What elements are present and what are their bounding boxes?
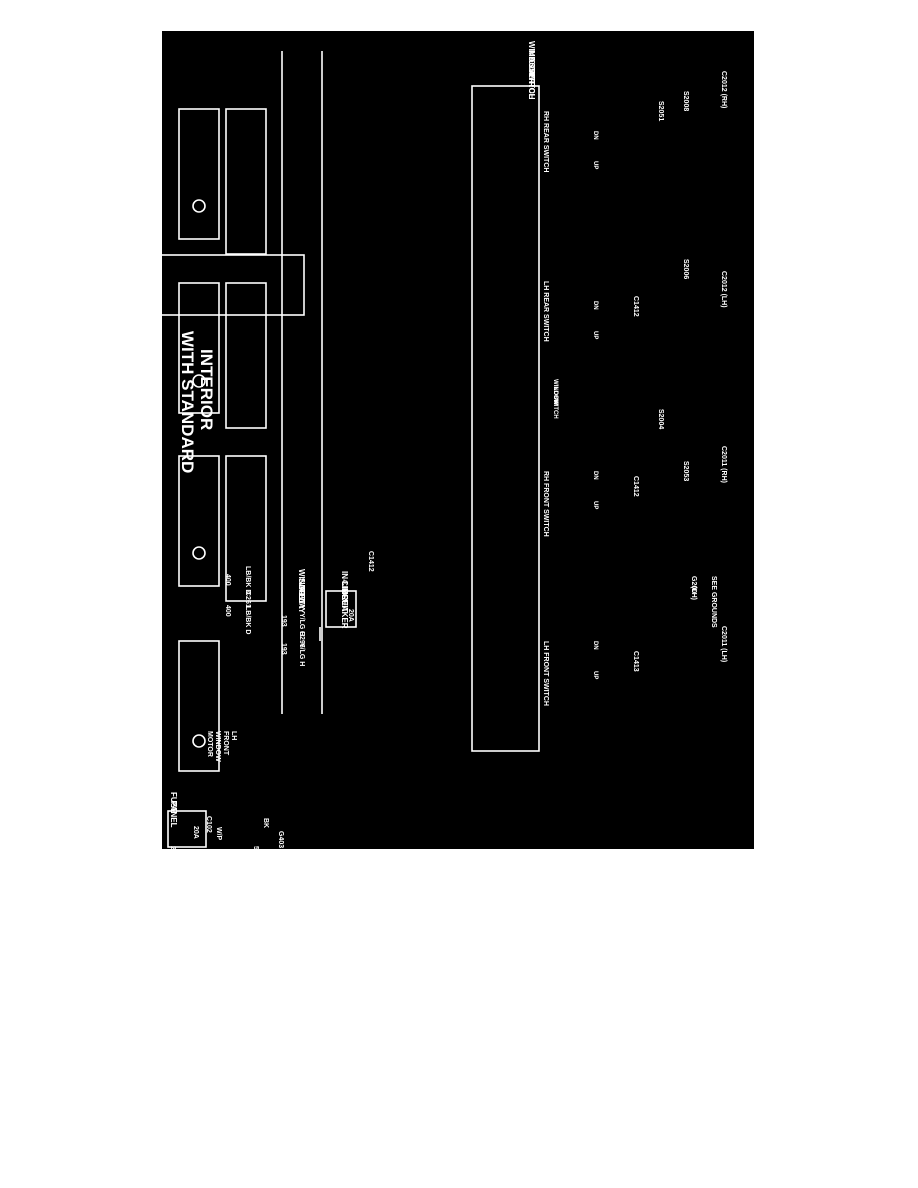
cb-rating: 20A bbox=[347, 609, 354, 622]
lh-front-motor-label-1: LH bbox=[230, 731, 237, 740]
master-label-2: MASTER bbox=[527, 50, 536, 84]
lh-rear-switch-box bbox=[225, 282, 267, 429]
lh-rear-up: UP bbox=[592, 331, 598, 339]
rh-rear-motor-icon bbox=[192, 199, 206, 213]
title-line-1: WITH STANDARD bbox=[178, 331, 197, 473]
relay-label-3: RELAY bbox=[297, 587, 306, 614]
wiring-diagram-svg: WITH STANDARD INTERIOR FUSE PANEL 20A C1… bbox=[162, 41, 727, 849]
ckt-400b: 400 bbox=[224, 605, 231, 617]
title-line-2: INTERIOR bbox=[197, 349, 216, 430]
rh-rear-switch-label: RH REAR SWITCH bbox=[542, 111, 549, 172]
rh-front-switch-label: RH FRONT SWITCH bbox=[542, 471, 549, 537]
s2053-label: S2053 bbox=[682, 461, 689, 481]
c2011-rh: C2011 (RH) bbox=[720, 446, 727, 483]
lh-front-switch-label: LH FRONT SWITCH bbox=[542, 641, 549, 706]
see-grounds: SEE GROUNDS bbox=[710, 576, 717, 628]
lh-rear-dn: DN bbox=[592, 301, 598, 310]
master-label-1: WINDOW bbox=[527, 41, 536, 77]
fuse-circuit: 296 bbox=[169, 846, 176, 849]
c2012-lh: C2012 (LH) bbox=[720, 271, 727, 308]
fuse-panel-label-2: PANEL bbox=[169, 801, 178, 828]
lh-front-motor-box bbox=[178, 640, 220, 772]
lock-label-1: WINDOW bbox=[552, 379, 558, 406]
c1412-right: C1412 bbox=[367, 551, 374, 572]
ckt-193a: 193 bbox=[280, 615, 287, 627]
fuse-panel-label-1: FUSE bbox=[169, 792, 178, 814]
c2012-rh: C2012 (RH) bbox=[720, 71, 727, 108]
relay-label-1: WINDOW bbox=[297, 569, 306, 605]
circuit-breaker-box bbox=[325, 590, 357, 628]
lh-front-dn: DN bbox=[592, 641, 598, 650]
s2051-label: S2051 bbox=[657, 101, 664, 121]
lbbkd-2: LB/BK D bbox=[244, 606, 251, 634]
rh-front-motor-box bbox=[178, 455, 220, 587]
ground-circuit: 57 bbox=[252, 846, 259, 849]
lbbkd-1: LB/BK D bbox=[244, 566, 251, 594]
motor-row bbox=[178, 51, 323, 772]
ylgh-2: Y/LG H bbox=[298, 643, 305, 666]
s2004-label: S2004 bbox=[657, 409, 664, 429]
relay-label-2: SAFETY bbox=[297, 578, 306, 610]
schematic: WITH STANDARD INTERIOR FUSE PANEL 20A C1… bbox=[162, 41, 727, 849]
s2008-label: S2008 bbox=[682, 91, 689, 111]
lh-front-motor-label-4: MOTOR bbox=[206, 731, 213, 757]
ckt-400a: 400 bbox=[224, 574, 231, 586]
g200-label: G200 bbox=[690, 576, 697, 593]
g200-side: (LH) bbox=[690, 586, 697, 600]
master-switch-outline bbox=[471, 85, 540, 752]
c1412-label: C1412 bbox=[632, 476, 639, 497]
lh-rear-motor-icon bbox=[192, 374, 206, 388]
ylgh-1: Y/LG H bbox=[298, 613, 305, 636]
rh-front-dn: DN bbox=[592, 471, 598, 480]
cb-label-1: IN-LINE bbox=[340, 571, 349, 601]
c1412b-label: C1412 bbox=[632, 296, 639, 317]
lock-label-3: SWITCH bbox=[552, 395, 558, 419]
c296-label: C296 bbox=[298, 631, 305, 648]
lh-front-up: UP bbox=[592, 671, 598, 679]
rh-front-up: UP bbox=[592, 501, 598, 509]
lh-front-motor-icon bbox=[192, 734, 206, 748]
ckt-193b: 193 bbox=[280, 643, 287, 655]
rh-front-motor-icon bbox=[192, 546, 206, 560]
c2011-lh: C2011 (LH) bbox=[720, 626, 727, 662]
fuse-rating: 20A bbox=[192, 826, 199, 839]
rh-rear-switch-box bbox=[225, 108, 267, 255]
master-label-4: SWITCH bbox=[527, 68, 536, 100]
ground-wire: BK bbox=[262, 818, 269, 828]
lh-rear-switch-label: LH REAR SWITCH bbox=[542, 281, 549, 342]
rh-rear-dn: DN bbox=[592, 131, 598, 140]
lock-label-2: LOCK bbox=[552, 387, 558, 405]
cb-label-3: BREAKER bbox=[340, 589, 349, 629]
cb-label-2: CIRCUIT bbox=[340, 580, 349, 613]
c261-label: C261 bbox=[244, 591, 251, 608]
fuse-wire-color: W/P bbox=[215, 827, 222, 841]
c102-label: C102 bbox=[205, 816, 212, 833]
lh-rear-motor-box bbox=[178, 282, 220, 414]
rh-rear-up: UP bbox=[592, 161, 598, 169]
window-safety-relay-outline bbox=[162, 254, 305, 316]
wiring-diagram: WITH STANDARD INTERIOR FUSE PANEL 20A C1… bbox=[162, 31, 754, 849]
rh-front-switch-box bbox=[225, 455, 267, 602]
lh-front-motor-label-3: WINDOW bbox=[214, 731, 221, 762]
s2006-label: S2006 bbox=[682, 259, 689, 279]
motor-labels: LH FRONT WINDOW MOTOR bbox=[206, 731, 237, 762]
g403-label: G403 bbox=[277, 831, 284, 848]
fuse-panel-box bbox=[167, 810, 207, 848]
c1413-label: C1413 bbox=[632, 651, 639, 672]
master-label-3: CONTROL bbox=[527, 59, 536, 99]
lh-front-motor-label-2: FRONT bbox=[222, 731, 229, 756]
rh-rear-motor-box bbox=[178, 108, 220, 240]
